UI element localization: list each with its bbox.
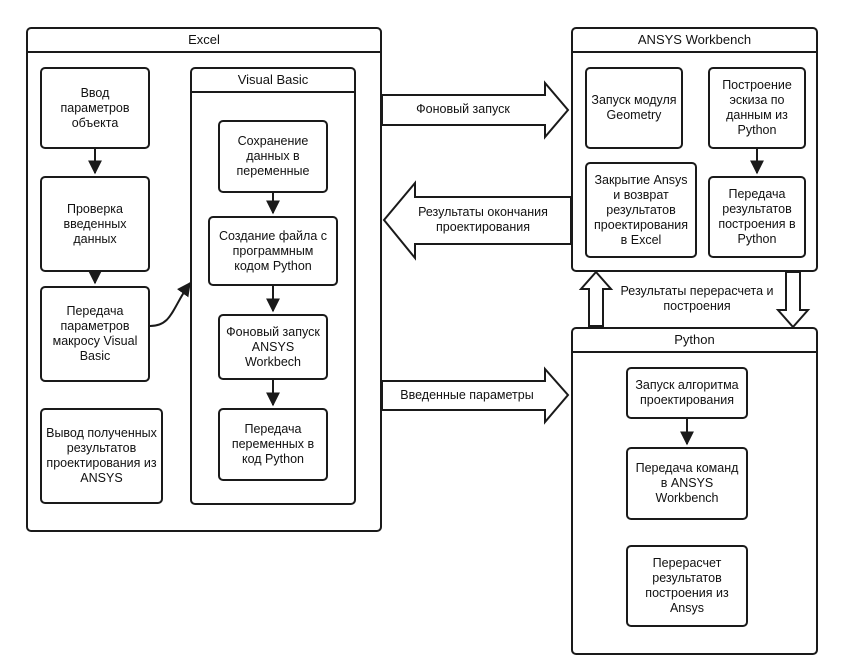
excel-container-title: Excel xyxy=(28,29,380,53)
node-output-results: Вывод полученных результатов проектирова… xyxy=(40,408,163,504)
visual-basic-container-title: Visual Basic xyxy=(192,69,354,93)
block-arrow-down xyxy=(775,271,811,329)
node-build-sketch: Построение эскиза по данным из Python xyxy=(708,67,806,149)
label-recalc-results-line2: построения xyxy=(663,299,731,313)
node-launch-geometry: Запуск модуля Geometry xyxy=(585,67,683,149)
block-arrow-entered-params xyxy=(381,366,570,425)
label-design-results-line2: проектирования xyxy=(436,220,530,234)
node-pass-vars: Передача переменных в код Python xyxy=(218,408,328,481)
node-pass-results: Передача результатов построения в Python xyxy=(708,176,806,258)
node-pass-commands: Передача команд в ANSYS Workbench xyxy=(626,447,748,520)
node-create-file: Создание файла с программным кодом Pytho… xyxy=(208,216,338,286)
node-bg-launch: Фоновый запуск ANSYS Workbech xyxy=(218,314,328,380)
node-pass-params: Передача параметров макросу Visual Basic xyxy=(40,286,150,382)
block-arrow-design-results xyxy=(382,180,572,261)
node-check-data: Проверка введенных данных xyxy=(40,176,150,272)
node-save-vars: Сохранение данных в переменные xyxy=(218,120,328,193)
block-arrow-background-launch xyxy=(381,80,570,140)
block-arrow-up xyxy=(578,270,614,327)
label-background-launch: Фоновый запуск xyxy=(416,102,510,116)
label-recalc-results-line1: Результаты перерасчета и xyxy=(620,284,774,298)
node-launch-algorithm: Запуск алгоритма проектирования xyxy=(626,367,748,419)
ansys-container-title: ANSYS Workbench xyxy=(573,29,816,53)
node-recalc: Перерасчет результатов построения из Ans… xyxy=(626,545,748,627)
python-container-title: Python xyxy=(573,329,816,353)
label-design-results: Результаты окончания проектирования xyxy=(400,205,566,235)
label-entered-params: Введенные параметры xyxy=(400,388,534,402)
edge-pass-to-vb xyxy=(149,281,191,327)
node-close-ansys: Закрытие Ansys и возврат результатов про… xyxy=(585,162,697,258)
node-input-params: Ввод параметров объекта xyxy=(40,67,150,149)
label-design-results-line1: Результаты окончания xyxy=(418,205,548,219)
label-recalc-results: Результаты перерасчета и построения xyxy=(611,284,783,314)
